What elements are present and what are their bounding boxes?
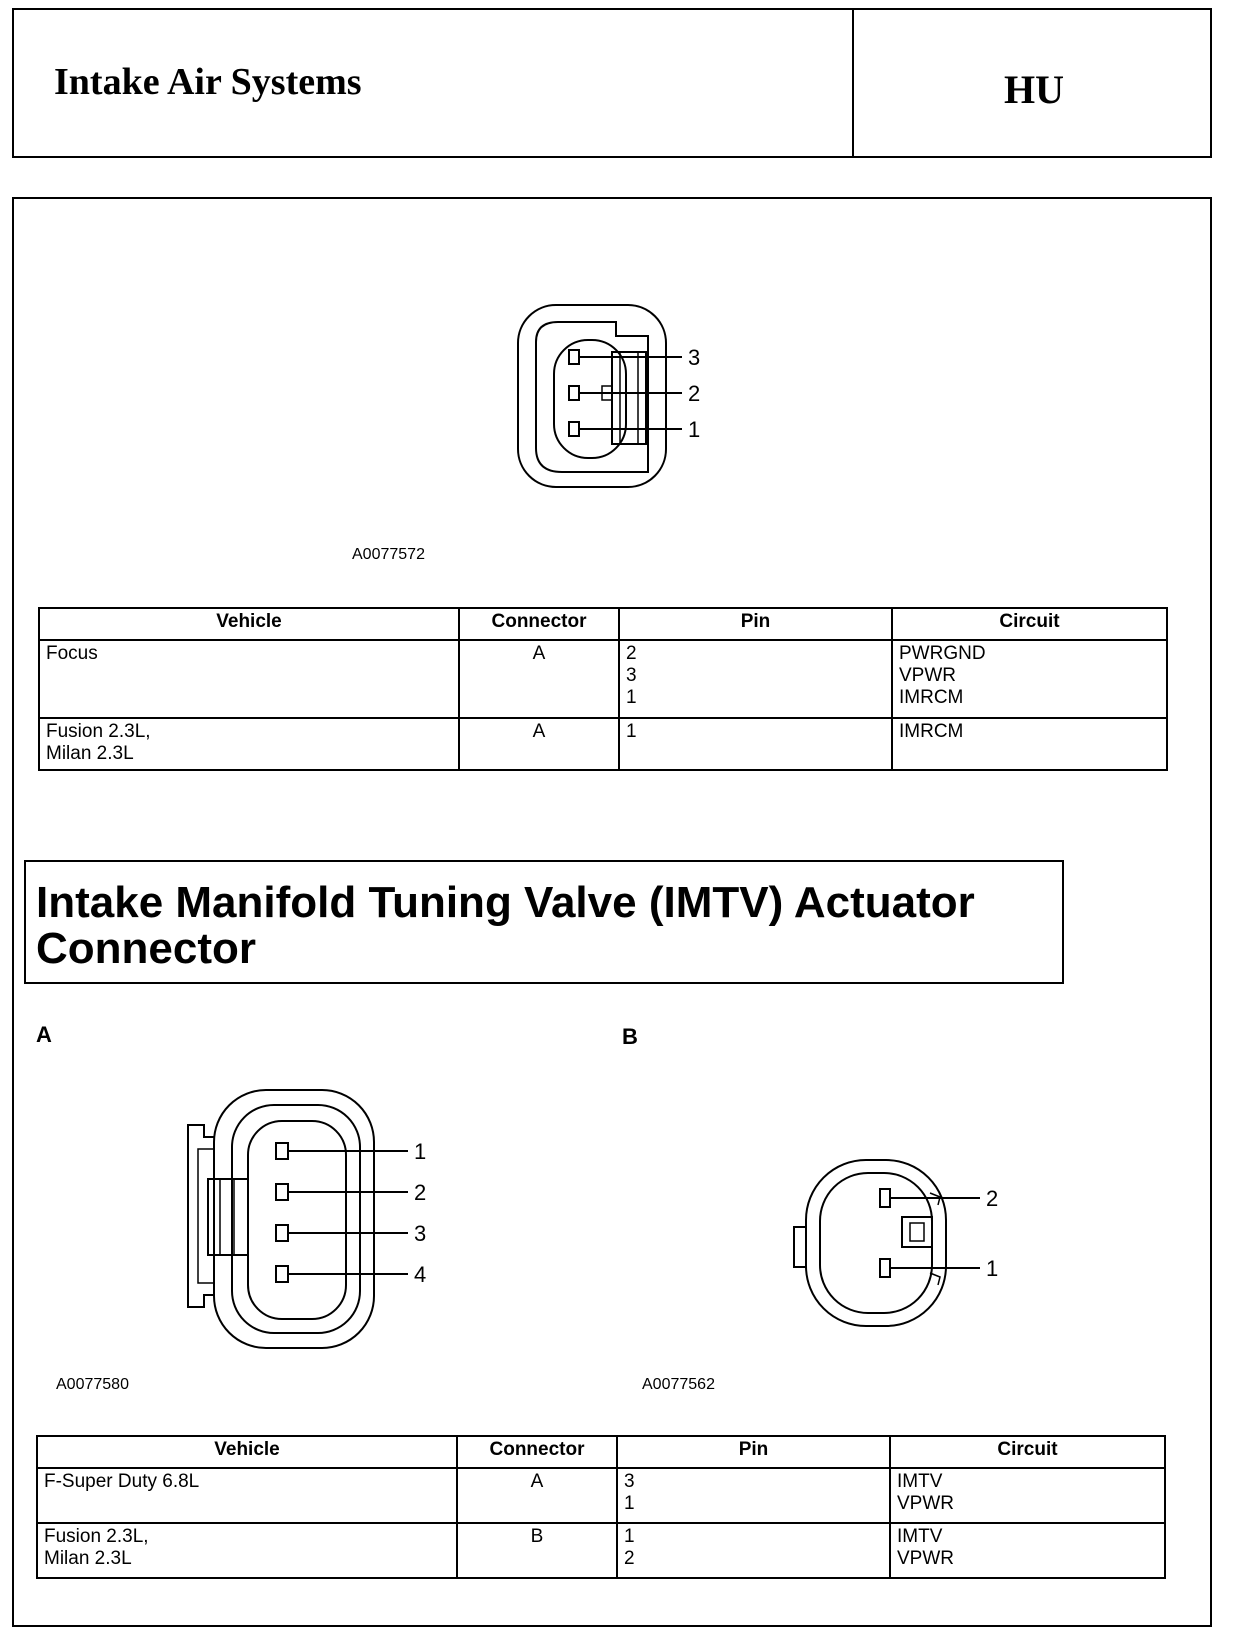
pin-label: 3	[688, 345, 700, 370]
cell-connector: B	[456, 1522, 618, 1579]
table-row: F-Super Duty 6.8L A 3 1 IMTV VPWR	[36, 1467, 1166, 1524]
header-title: Intake Air Systems	[54, 61, 362, 103]
cell-circuit: IMTV VPWR	[889, 1522, 1166, 1579]
column-header-vehicle: Vehicle	[38, 607, 460, 641]
cell-circuit: IMTV VPWR	[889, 1467, 1166, 1524]
section-title: Intake Manifold Tuning Valve (IMTV) Actu…	[24, 860, 1064, 984]
column-header-circuit: Circuit	[889, 1435, 1166, 1469]
cell-pin: 1 2	[616, 1522, 891, 1579]
cell-vehicle: Fusion 2.3L, Milan 2.3L	[36, 1522, 458, 1579]
figure-id: A0077562	[642, 1376, 715, 1393]
connector-diagram-4pin: 1 2 3 4	[187, 1089, 426, 1349]
page-header: Intake Air Systems HU	[12, 8, 1212, 158]
figure-label-b: B	[622, 1024, 638, 1049]
cell-circuit: IMRCM	[891, 717, 1168, 771]
table-header-row: Vehicle Connector Pin Circuit	[36, 1435, 1166, 1469]
wiring-table-1: Vehicle Connector Pin Circuit Focus A 2 …	[38, 607, 1168, 771]
wiring-table-2: Vehicle Connector Pin Circuit F-Super Du…	[36, 1435, 1166, 1579]
column-header-circuit: Circuit	[891, 607, 1168, 641]
cell-vehicle: Fusion 2.3L, Milan 2.3L	[38, 717, 460, 771]
column-header-pin: Pin	[618, 607, 893, 641]
pin-label: 1	[688, 417, 700, 442]
figure-label-a: A	[36, 1022, 52, 1047]
connector-diagram-3pin: 3 2 1	[517, 304, 700, 488]
cell-pin: 1	[618, 717, 893, 771]
table-row: Fusion 2.3L, Milan 2.3L A 1 IMRCM	[38, 717, 1168, 771]
pin-label: 2	[986, 1186, 998, 1211]
cell-connector: A	[458, 717, 620, 771]
cell-connector: A	[458, 639, 620, 719]
header-divider	[852, 10, 854, 156]
figure-id: A0077572	[352, 546, 425, 563]
column-header-connector: Connector	[458, 607, 620, 641]
pin-label: 1	[414, 1139, 426, 1164]
table-header-row: Vehicle Connector Pin Circuit	[38, 607, 1168, 641]
cell-pin: 2 3 1	[618, 639, 893, 719]
figure-id: A0077580	[56, 1376, 129, 1393]
cell-circuit: PWRGND VPWR IMRCM	[891, 639, 1168, 719]
pin-label: 2	[688, 381, 700, 406]
pin-label: 4	[414, 1262, 426, 1287]
header-code: HU	[1004, 67, 1064, 112]
table-row: Focus A 2 3 1 PWRGND VPWR IMRCM	[38, 639, 1168, 719]
pin-label: 3	[414, 1221, 426, 1246]
cell-connector: A	[456, 1467, 618, 1524]
column-header-connector: Connector	[456, 1435, 618, 1469]
pin-label: 1	[986, 1256, 998, 1281]
cell-vehicle: Focus	[38, 639, 460, 719]
connector-diagram-2pin: 2 1	[793, 1159, 998, 1327]
cell-pin: 3 1	[616, 1467, 891, 1524]
column-header-vehicle: Vehicle	[36, 1435, 458, 1469]
column-header-pin: Pin	[616, 1435, 891, 1469]
table-row: Fusion 2.3L, Milan 2.3L B 1 2 IMTV VPWR	[36, 1522, 1166, 1579]
cell-vehicle: F-Super Duty 6.8L	[36, 1467, 458, 1524]
pin-label: 2	[414, 1180, 426, 1205]
